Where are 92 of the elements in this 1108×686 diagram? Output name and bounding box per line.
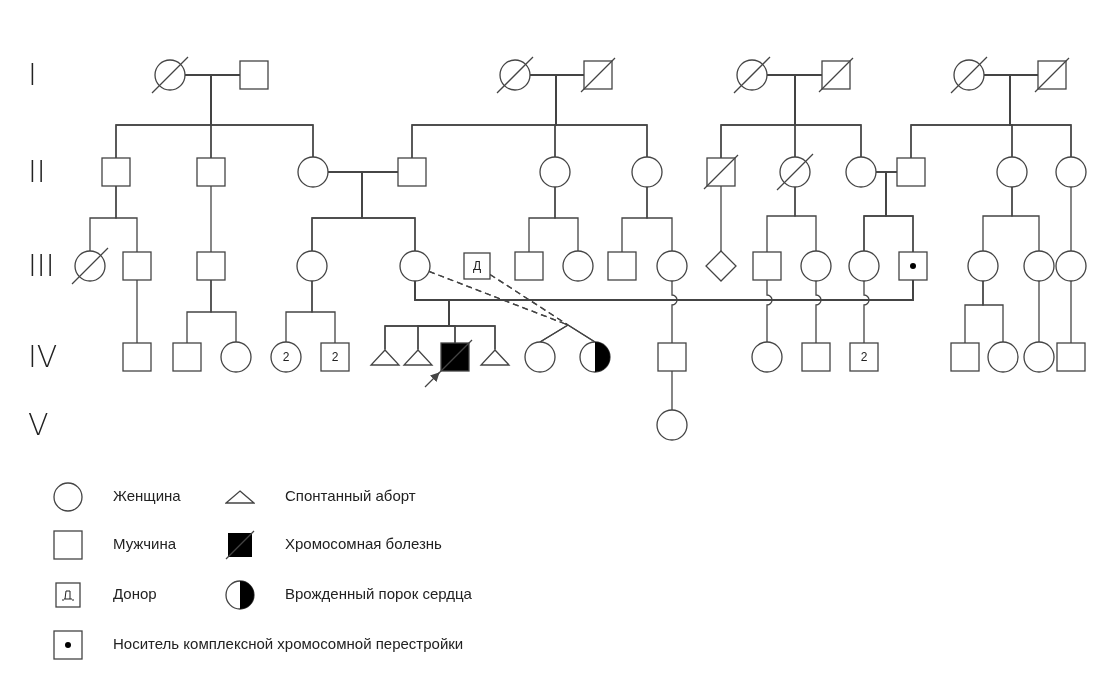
affected-deceased-male-symbol — [437, 339, 473, 375]
male-symbol — [604, 248, 640, 284]
female-symbol — [842, 153, 880, 191]
pedigree-line — [885, 171, 914, 253]
deceased-female-symbol — [733, 56, 771, 94]
proband-arrow — [424, 372, 440, 388]
deceased-male-symbol — [580, 57, 616, 93]
pedigree-line — [210, 279, 237, 343]
legend-text: Донор — [113, 584, 157, 604]
female-symbol — [845, 247, 883, 285]
female-symbol — [1052, 247, 1090, 285]
male-symbol — [119, 248, 155, 284]
pedigree-line — [210, 74, 314, 158]
deceased-female-symbol — [776, 153, 814, 191]
female-symbol — [294, 153, 332, 191]
pedigree-line — [1009, 74, 1072, 158]
female-symbol — [993, 153, 1031, 191]
legend-text: Мужчина — [113, 534, 177, 554]
pedigree-line — [311, 280, 336, 344]
legend-text: Носитель комплексной хромосомной перестройки — [113, 634, 464, 654]
pedigree-line — [671, 280, 678, 344]
deceased-male-symbol — [703, 154, 739, 190]
deceased-female-symbol — [151, 56, 189, 94]
generation-label: I — [28, 60, 37, 90]
deceased-female-symbol — [71, 247, 109, 285]
pedigree-line — [115, 185, 138, 253]
deceased-male-symbol — [818, 57, 854, 93]
deceased-female-symbol — [950, 56, 988, 94]
pedigree-line — [794, 74, 862, 158]
donor-symbol: Д — [460, 249, 494, 283]
female-symbol — [964, 247, 1002, 285]
pedigree-line — [982, 280, 1004, 343]
pedigree-line — [646, 186, 673, 252]
male-symbol — [119, 339, 155, 375]
pedigree-line — [361, 171, 416, 252]
male-symbol — [893, 154, 929, 190]
pedigree-line — [671, 370, 673, 411]
male-symbol — [511, 248, 547, 284]
male-symbol — [1053, 339, 1089, 375]
deceased-female-symbol — [496, 56, 534, 94]
pedigree-line — [554, 186, 579, 252]
legend-text: Спонтанный аборт — [285, 486, 416, 506]
female-symbol — [653, 247, 691, 285]
female-symbol — [536, 153, 574, 191]
female-symbol — [797, 247, 835, 285]
pedigree-line — [136, 279, 138, 344]
legend-text: Врожденный порок сердца — [285, 584, 472, 604]
male-symbol — [654, 339, 690, 375]
male-symbol — [193, 154, 229, 190]
legend-text: Женщина — [113, 486, 181, 506]
female-symbol — [559, 247, 597, 285]
male-symbol: 2 — [317, 339, 353, 375]
generation-label: IV — [28, 342, 58, 372]
female-symbol — [396, 247, 434, 285]
pedigree-line — [1070, 186, 1072, 252]
generation-label: III — [28, 251, 55, 281]
female-symbol — [1020, 338, 1058, 376]
generation-label: V — [28, 410, 49, 440]
male-symbol — [169, 339, 205, 375]
deceased-male-symbol — [1034, 57, 1070, 93]
female-symbol — [653, 406, 691, 444]
female-symbol — [1052, 153, 1090, 191]
female-symbol — [293, 247, 331, 285]
pedigree-line — [863, 280, 870, 344]
male-symbol — [98, 154, 134, 190]
male-symbol: 2 — [846, 339, 882, 375]
male-symbol — [749, 248, 785, 284]
female-symbol — [1020, 247, 1058, 285]
pedigree-line — [1038, 280, 1040, 343]
female-symbol — [217, 338, 255, 376]
male-symbol — [236, 57, 272, 93]
female-symbol — [984, 338, 1022, 376]
pedigree-line — [1011, 186, 1040, 252]
pedigree-line — [766, 279, 773, 343]
male-symbol — [798, 339, 834, 375]
carrier-male-symbol — [895, 248, 931, 284]
pedigree-line — [210, 185, 212, 253]
female-symbol: 2 — [267, 338, 305, 376]
female-symbol — [628, 153, 666, 191]
heart-defect-female-symbol — [576, 338, 614, 376]
pedigree-line — [720, 185, 722, 252]
pedigree-line — [1070, 280, 1072, 344]
male-symbol — [193, 248, 229, 284]
pedigree-line — [555, 74, 648, 158]
generation-label: II — [28, 157, 46, 187]
legend-text: Хромосомная болезнь — [285, 534, 442, 554]
male-symbol — [394, 154, 430, 190]
pedigree-line — [815, 280, 822, 344]
female-symbol — [521, 338, 559, 376]
female-symbol — [748, 338, 786, 376]
pedigree-line — [794, 186, 817, 252]
male-symbol — [947, 339, 983, 375]
